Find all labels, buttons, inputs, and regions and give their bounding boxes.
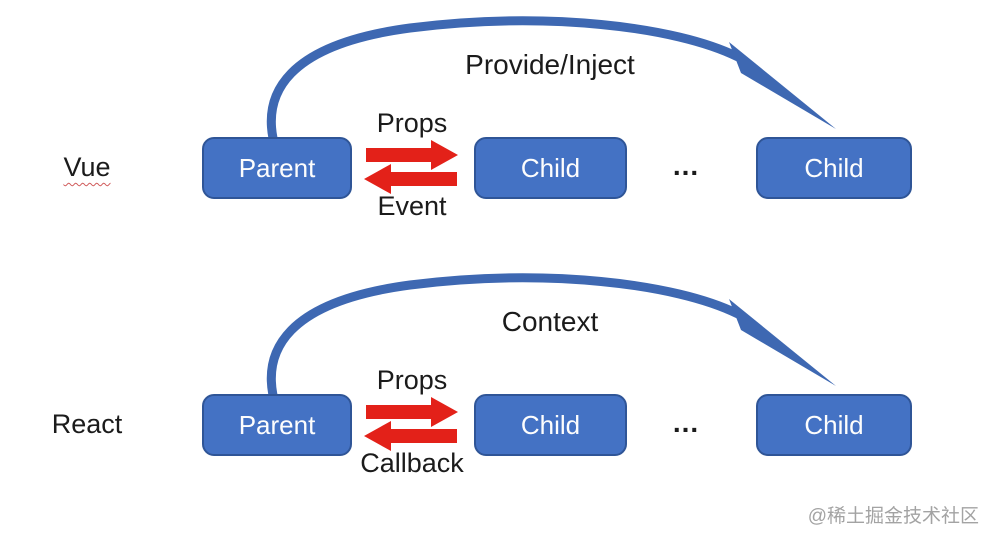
props-arrow-icon (366, 140, 458, 170)
react-child-node-1-label: Child (520, 409, 581, 440)
react-child-node-2: Child (756, 394, 912, 456)
provide-inject-arrowhead-icon (729, 42, 836, 129)
vue-child-node-2-label: Child (804, 152, 864, 183)
react-row-shapes (266, 273, 836, 451)
provide-inject-arc (266, 16, 743, 155)
vue-broadcast-label: Provide/Inject (465, 49, 635, 80)
vue-row: Vue Parent Child ... Child Props Event P… (0, 0, 999, 271)
react-forward-label: Props (376, 365, 448, 395)
vue-backward-label: Event (377, 191, 447, 221)
framework-label-vue: Vue (63, 152, 111, 182)
vue-parent-node: Parent (202, 137, 352, 199)
react-backward-label: Callback (360, 448, 464, 478)
react-parent-node-label: Parent (238, 409, 316, 440)
react-child-node-2-label: Child (804, 409, 864, 440)
react-broadcast-label: Context (501, 306, 599, 337)
vue-child-node-1: Child (474, 137, 627, 199)
vue-ellipsis: ... (672, 150, 700, 181)
vue-row-shapes (266, 16, 836, 194)
context-arc (266, 273, 743, 412)
context-arrowhead-icon (729, 299, 836, 386)
watermark-text: @稀土掘金技术社区 (807, 506, 979, 527)
callback-arrow-icon (364, 421, 457, 451)
vue-parent-node-label: Parent (238, 152, 316, 183)
react-ellipsis: ... (672, 407, 700, 438)
react-child-node-1: Child (474, 394, 627, 456)
vue-child-node-2: Child (756, 137, 912, 199)
event-arrow-icon (364, 164, 457, 194)
vue-forward-label: Props (376, 108, 448, 138)
framework-label-react: React (51, 409, 123, 439)
react-parent-node: Parent (202, 394, 352, 456)
vue-child-node-1-label: Child (520, 152, 581, 183)
react-row: React Parent Child ... Child Props Callb… (0, 257, 999, 528)
props-arrow-icon (366, 397, 458, 427)
